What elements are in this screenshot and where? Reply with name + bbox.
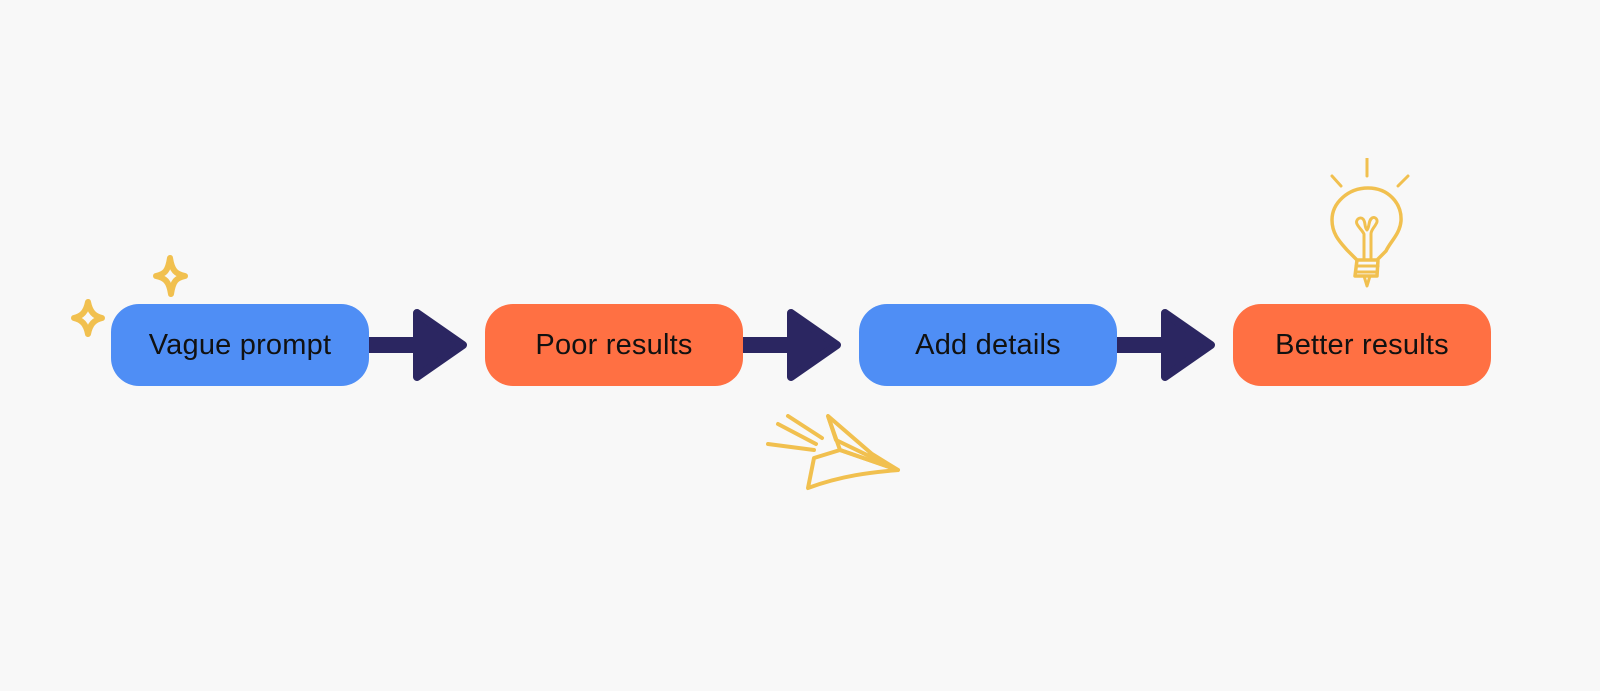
step-label: Poor results	[535, 328, 693, 361]
sparkles-icon	[71, 255, 188, 337]
arrow-right-icon	[743, 309, 841, 381]
paper-plane-icon	[766, 414, 900, 490]
step-label: Better results	[1275, 328, 1449, 361]
step-poor-results: Poor results	[485, 304, 743, 386]
arrow-right-icon	[1117, 309, 1215, 381]
lightbulb-icon	[1330, 158, 1410, 288]
step-vague-prompt: Vague prompt	[111, 304, 369, 386]
step-label: Vague prompt	[148, 328, 332, 361]
step-better-results: Better results	[1233, 304, 1491, 386]
step-add-details: Add details	[859, 304, 1117, 386]
step-label: Add details	[915, 328, 1061, 361]
arrow-right-icon	[369, 309, 467, 381]
